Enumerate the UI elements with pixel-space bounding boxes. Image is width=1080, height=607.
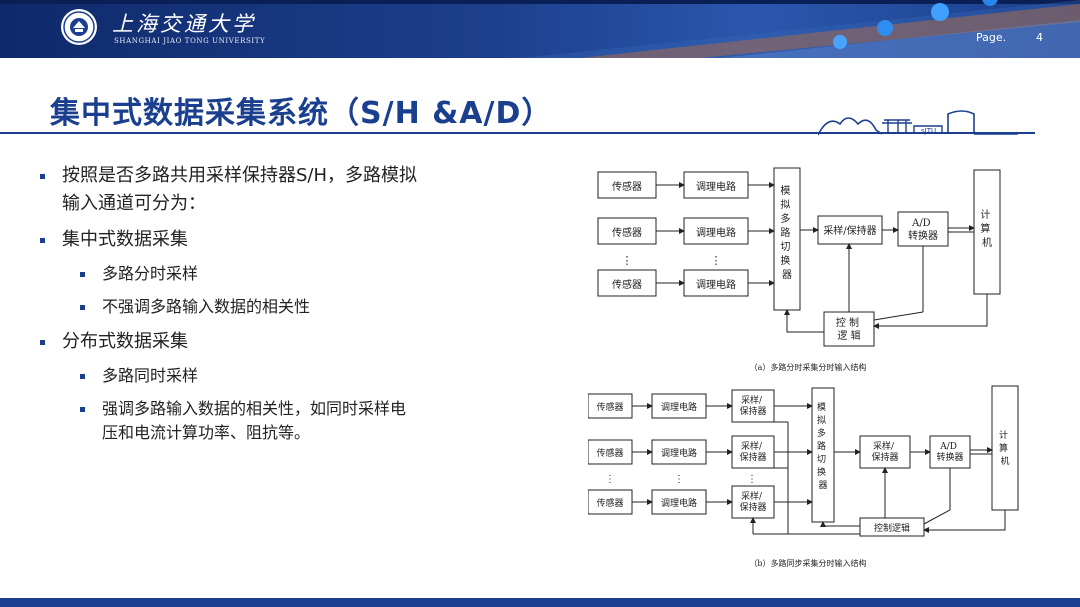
sensor-label: 传感器: [596, 401, 623, 413]
block-diagrams: 传感器 传感器 传感器 调理电路 调理电路 调理电路 ⋮ ⋮ 模 拟 多 路 切…: [588, 167, 1019, 568]
sample-hold-box: [731, 485, 775, 519]
diagram-b: 传感器 传感器 传感器 调理电路 调理电路 调理电路 ⋮ ⋮ ⋮ 采样/ 保持器…: [588, 385, 1019, 568]
header-banner: 上海交通大学 SHANGHAI JIAO TONG UNIVERSITY Pag…: [0, 0, 1080, 58]
bullet-level1: 分布式数据采集: [38, 328, 518, 356]
conditioner-label: 调理电路: [661, 497, 697, 509]
footer-bar: [0, 598, 1080, 607]
sensor-label: 传感器: [612, 226, 642, 239]
sensor-label: 传感器: [612, 180, 642, 193]
page-number: 4: [1036, 31, 1043, 44]
diagram-a-caption: （a）多路分时采集分时输入结构: [750, 362, 867, 372]
bullet-level2: 强调多路输入数据的相关性，如同时采样电 压和电流计算功率、阻抗等。: [38, 397, 518, 445]
bullet-level1: 按照是否多路共用采样保持器S/H，多路模拟 输入通道可分为：: [38, 162, 518, 218]
university-name-cn: 上海交通大学: [112, 12, 256, 36]
svg-text:sJTU: sJTU: [921, 127, 936, 135]
diagram-a: 传感器 传感器 传感器 调理电路 调理电路 调理电路 ⋮ ⋮ 模 拟 多 路 切…: [597, 167, 1001, 372]
mux-label: 模 拟 多 路 切 换 器: [780, 185, 793, 281]
ellipsis: ⋮: [711, 254, 722, 267]
slide-title: 集中式数据采集系统（S/H &A/D）: [50, 96, 553, 131]
sample-hold-label: 采样/ 保持器: [739, 440, 766, 463]
adc-label: A/D 转换器: [908, 218, 938, 242]
sample-hold-label: 采样/ 保持器: [739, 490, 766, 513]
page-label: Page.: [976, 31, 1007, 44]
campus-gate-skyline-icon: sJTU: [818, 110, 1018, 136]
bullet-text: 强调多路输入数据的相关性，如同时采样电: [102, 399, 407, 418]
sample-hold-label: 采样/保持器: [823, 224, 876, 237]
sample-hold-box: [731, 435, 775, 469]
bullet-text: 输入通道可分为：: [62, 193, 206, 214]
control-logic-label: 控 制 逻 辑: [836, 316, 862, 342]
conditioner-label: 调理电路: [696, 278, 736, 291]
sample-hold-label: 采样/ 保持器: [739, 394, 766, 417]
sensor-label: 传感器: [596, 497, 623, 509]
bullet-list: 按照是否多路共用采样保持器S/H，多路模拟 输入通道可分为： 集中式数据采集 多…: [38, 162, 518, 454]
sample-hold-label: 采样/ 保持器: [871, 440, 898, 463]
ellipsis: ⋮: [605, 474, 615, 485]
sample-hold-box: [859, 435, 911, 469]
conditioner-label: 调理电路: [661, 447, 697, 459]
ellipsis: ⋮: [747, 474, 757, 485]
header-top-stripe: [0, 0, 1080, 4]
computer-label: 计 算 机: [999, 429, 1011, 467]
ellipsis: ⋮: [674, 474, 684, 485]
computer-label: 计 算 机: [980, 208, 993, 249]
adc-label: A/D 转换器: [936, 442, 963, 463]
conditioner-label: 调理电路: [696, 226, 736, 239]
ellipsis: ⋮: [622, 254, 633, 267]
title-underline: [0, 132, 1035, 134]
bullet-level2: 不强调多路输入数据的相关性: [38, 295, 518, 319]
adc-box: [929, 435, 971, 469]
diagram-b-caption: （b）多路同步采集分时输入结构: [749, 558, 866, 568]
sensor-label: 传感器: [596, 447, 623, 459]
mux-label: 模 拟 多 路 切 换 器: [817, 402, 829, 491]
conditioner-label: 调理电路: [696, 180, 736, 193]
bullet-level2: 多路分时采样: [38, 262, 518, 286]
sensor-label: 传感器: [612, 278, 642, 291]
sjtu-emblem-icon: [61, 9, 97, 45]
control-logic-label: 控制逻辑: [874, 522, 910, 534]
bullet-level1: 集中式数据采集: [38, 226, 518, 254]
header-roof-decoration: [520, 0, 1080, 58]
bullet-text: 压和电流计算功率、阻抗等。: [102, 423, 311, 442]
sample-hold-box: [731, 389, 775, 423]
bullet-level2: 多路同时采样: [38, 364, 518, 388]
bullet-text: 按照是否多路共用采样保持器S/H，多路模拟: [62, 165, 418, 186]
conditioner-label: 调理电路: [661, 401, 697, 413]
university-name-en: SHANGHAI JIAO TONG UNIVERSITY: [114, 37, 266, 45]
